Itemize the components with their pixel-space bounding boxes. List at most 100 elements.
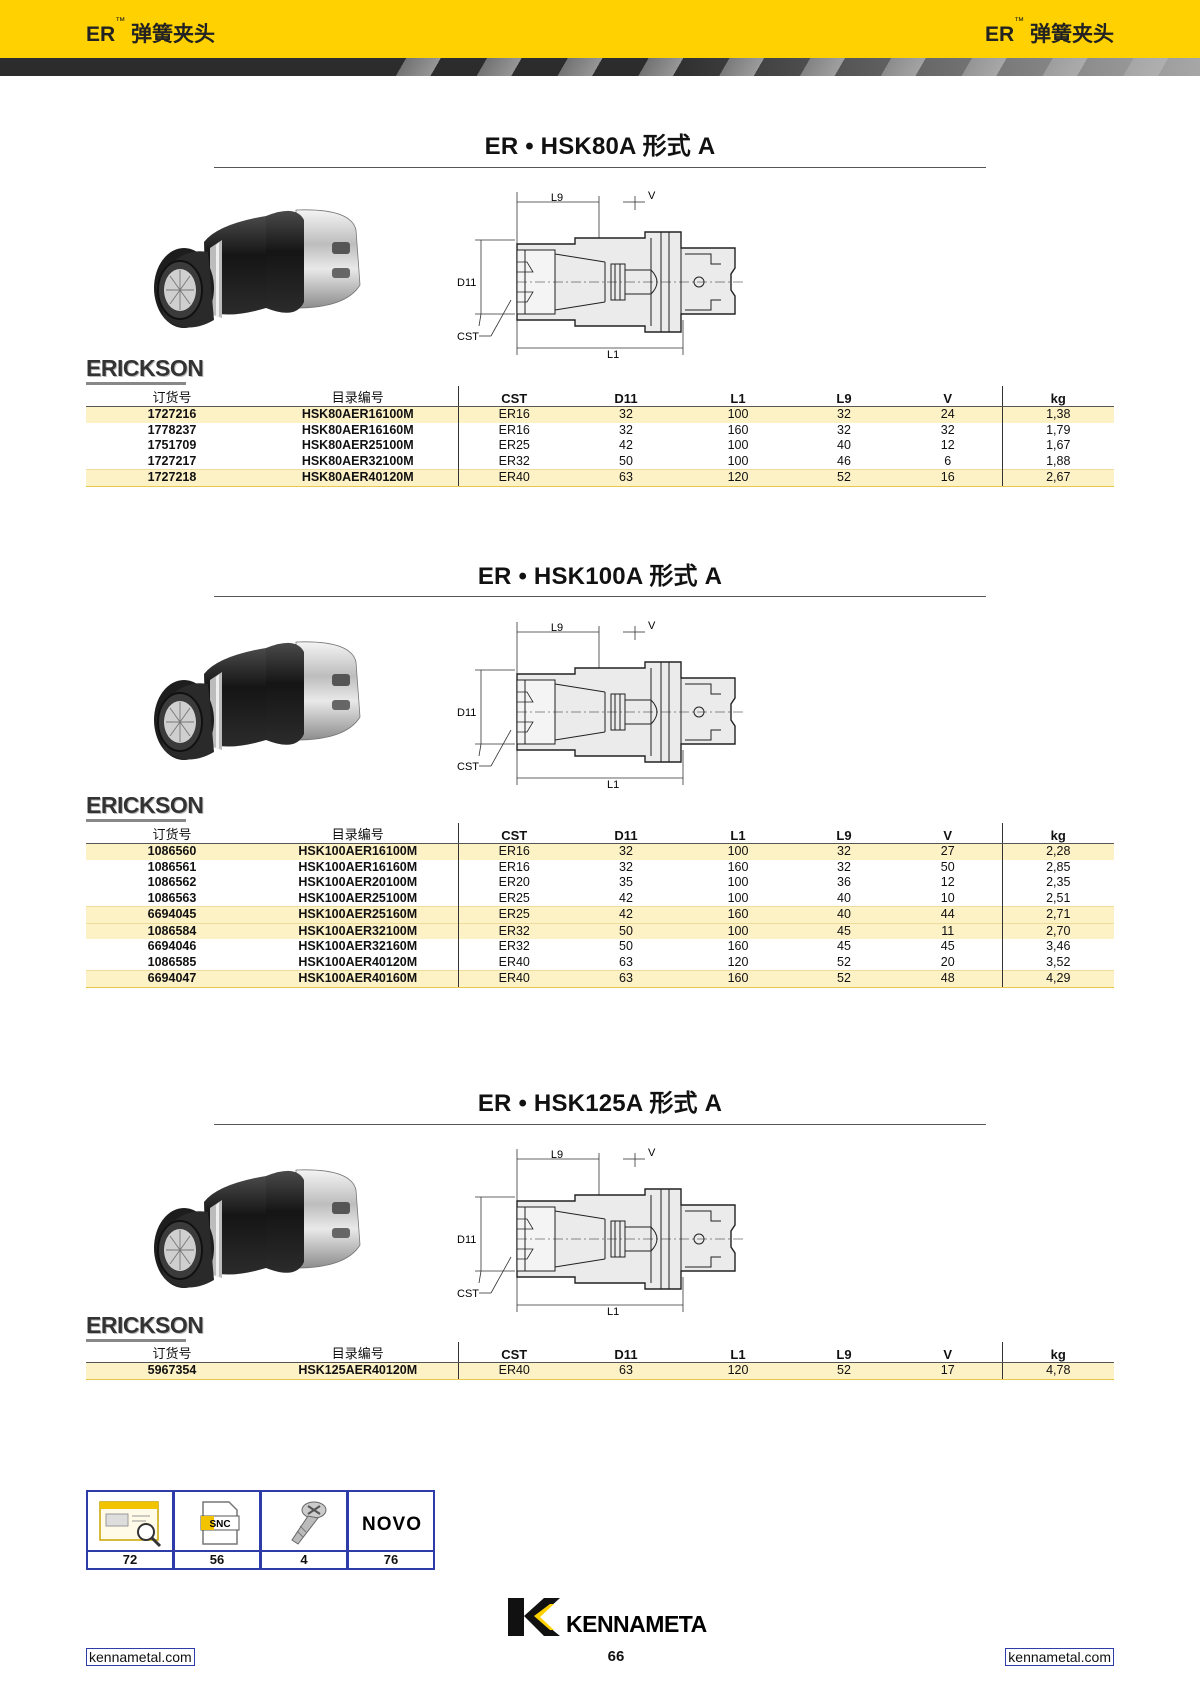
table-cell: HSK100AER20100M (298, 875, 418, 890)
screw-icon-box[interactable]: 4 (260, 1490, 348, 1570)
table-cell: 6694046 (147, 939, 197, 954)
table-cell: 24 (894, 406, 1002, 423)
table-cell: HSK100AER25160M (258, 906, 458, 923)
table-cell: 32 (619, 859, 633, 874)
table-cell: 36 (837, 875, 851, 890)
section-title-hsk80a: ER • HSK80A 形式 A (484, 133, 716, 160)
table-cell: 1086584 (86, 922, 258, 939)
page-number: 66 (607, 1648, 625, 1665)
erickson-brand: ERICKSON (86, 355, 204, 385)
table-cell: 46 (837, 453, 851, 468)
table-cell: ER16 (457, 422, 570, 438)
label-l9: L9 (551, 622, 563, 634)
table-cell: 63 (570, 469, 682, 487)
table-cell: HSK80AER16100M (258, 406, 458, 423)
table-cell: 11 (894, 922, 1002, 939)
table-cell: 1,38 (1001, 406, 1114, 423)
table-cell: ER25 (457, 906, 570, 923)
table-cell: 1,88 (1001, 453, 1114, 470)
svg-text:NOVO: NOVO (362, 1514, 422, 1535)
catalog-icon (99, 1501, 162, 1548)
table-cell: 27 (894, 843, 1002, 860)
table-cell: 100 (727, 890, 749, 905)
novo-icon: NOVO (362, 1514, 422, 1535)
svg-text:SNC: SNC (209, 1519, 230, 1530)
catalog-icon-box[interactable]: 72 (86, 1490, 174, 1570)
table-cell: 3,46 (1001, 939, 1114, 955)
table-cell: 1086585 (147, 954, 197, 969)
table-cell: 100 (682, 922, 794, 939)
table-cell: 100 (727, 438, 749, 453)
table-cell: HSK80AER40120M (258, 469, 458, 487)
table-cell: 63 (619, 954, 633, 969)
table-cell: 52 (837, 954, 851, 969)
table-cell: 44 (894, 906, 1002, 923)
table-cell: 1727216 (86, 406, 258, 423)
table-cell: ER16 (457, 406, 570, 423)
table-cell: 6 (944, 453, 952, 468)
label-l9: L9 (551, 192, 563, 204)
technical-drawing-hsk125a: L9 V D11 CST L1 (457, 1147, 746, 1318)
table-cell: HSK100AER16160M (298, 859, 418, 874)
table-cell: 12 (940, 875, 955, 890)
table-cell: 52 (794, 469, 894, 487)
table-cell: ER16 (457, 859, 570, 875)
footer-link-left[interactable]: kennametal.com (86, 1648, 195, 1666)
table-cell: 16 (894, 469, 1002, 487)
table-cell: 2,71 (1001, 906, 1114, 923)
table-cell: 52 (794, 970, 894, 988)
table-cell: 100 (682, 406, 794, 423)
table-cell: 42 (619, 890, 633, 905)
table-cell: 50 (940, 859, 955, 874)
table-cell: 1086563 (147, 890, 197, 905)
table-cell: 45 (940, 939, 955, 954)
table-cell: 2,28 (1001, 843, 1114, 860)
table-cell: 42 (570, 906, 682, 923)
table-cell: ER32 (457, 453, 570, 470)
label-l1: L1 (607, 349, 619, 361)
table-cell: 48 (894, 970, 1002, 988)
table-cell: HSK100AER16100M (258, 843, 458, 860)
table-cell: 32 (570, 843, 682, 860)
table-cell: 63 (570, 970, 682, 988)
label-v: V (648, 1147, 656, 1159)
erickson-brand: ERICKSON (86, 792, 204, 822)
header-stripe (0, 58, 1200, 76)
table-cell: 2,67 (1001, 469, 1114, 487)
novo-icon-box[interactable]: NOVO 76 (347, 1490, 435, 1570)
table-cell: 50 (619, 939, 633, 954)
table-cell: 52 (794, 1362, 894, 1380)
table-cell: 32 (794, 843, 894, 860)
snc-icon-box[interactable]: SNC 56 (173, 1490, 261, 1570)
label-l1: L1 (607, 1306, 619, 1318)
table-cell: ER32 (457, 939, 570, 955)
table-cell: HSK80AER32100M (301, 453, 414, 468)
footer-link-right[interactable]: kennametal.com (1005, 1648, 1114, 1666)
table-cell: ER40 (457, 1362, 570, 1380)
table-cell: 42 (619, 438, 633, 453)
table-cell: 160 (727, 422, 749, 437)
table-cell: 160 (727, 859, 749, 874)
table-cell: 40 (837, 890, 851, 905)
technical-drawing-hsk100a: L9 V D11 CST L1 (457, 620, 746, 791)
label-d11: D11 (457, 1234, 476, 1246)
table-cell: 3,52 (1001, 954, 1114, 971)
table-cell: 1778237 (147, 422, 197, 437)
table-cell: 2,35 (1001, 875, 1114, 891)
table-cell: 35 (619, 875, 633, 890)
table-cell: 12 (940, 438, 955, 453)
table-cell: 32 (837, 859, 851, 874)
